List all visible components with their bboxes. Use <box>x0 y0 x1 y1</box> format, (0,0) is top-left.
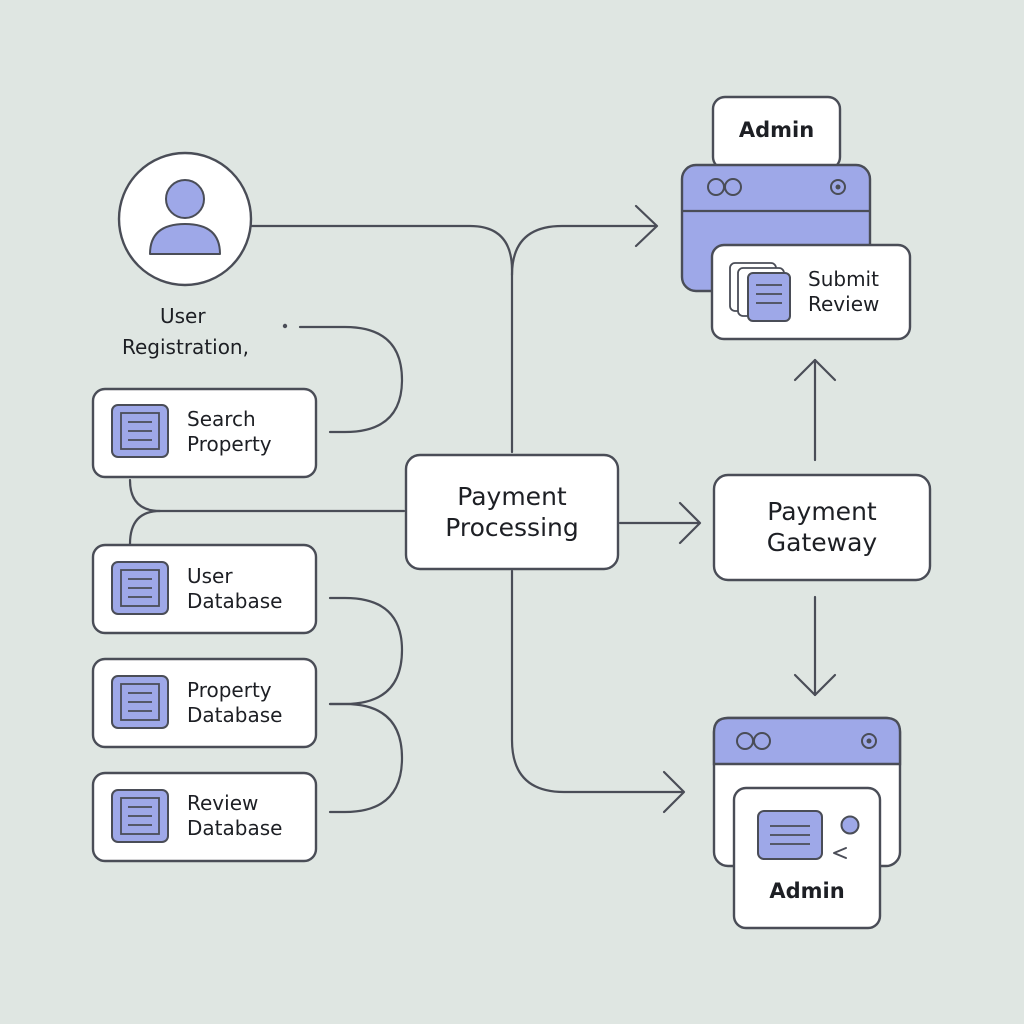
user-registration-line-1: User <box>160 304 206 328</box>
user-database-line-1: User <box>187 564 233 588</box>
admin-bottom-group[interactable] <box>712 716 902 930</box>
user-avatar-icon <box>117 151 253 287</box>
property-database-label: Property Database <box>187 678 282 728</box>
admin-top-group[interactable] <box>680 95 912 341</box>
payment-processing-card[interactable] <box>404 453 620 571</box>
property-database-line-1: Property <box>187 678 272 702</box>
search-property-line-1: Search <box>187 407 256 431</box>
document-list-icon <box>111 404 169 458</box>
connector-branch-to-admin <box>510 224 657 277</box>
arrowhead-gateway <box>678 501 702 545</box>
user-registration-line-2: Registration, <box>122 335 249 359</box>
payment-processing-line-1: Payment <box>457 482 567 511</box>
payment-processing-line-2: Processing <box>445 513 579 542</box>
connector-search-to-payment <box>128 478 406 513</box>
user-database-card[interactable] <box>91 543 318 635</box>
admin-bottom-label: Admin <box>769 879 845 903</box>
review-database-card[interactable] <box>91 771 318 863</box>
payment-gateway-label: Payment Gateway <box>714 496 930 558</box>
property-database-line-2: Database <box>187 703 283 727</box>
chevron-left-icon <box>833 847 847 859</box>
arrowhead-up <box>793 358 837 382</box>
review-database-label: Review Database <box>187 791 282 841</box>
submit-review-line-1: Submit <box>808 267 879 291</box>
submit-review-line-2: Review <box>808 292 880 316</box>
connectors <box>128 204 837 814</box>
connector-userdb-propertydb <box>328 596 404 706</box>
arrowhead-down <box>793 673 837 697</box>
user-registration-label: User Registration, <box>122 304 282 360</box>
arrowhead-admin-top <box>634 204 659 248</box>
payment-gateway-card[interactable] <box>712 473 932 582</box>
dot-marker <box>282 323 288 329</box>
submit-review-card[interactable] <box>710 243 912 341</box>
property-database-card[interactable] <box>91 657 318 749</box>
document-list-icon <box>757 810 823 860</box>
user-database-label: User Database <box>187 564 282 614</box>
connector-payment-to-admin-bottom <box>510 569 685 794</box>
document-list-icon <box>111 675 169 729</box>
admin-bottom-card[interactable] <box>732 786 882 930</box>
review-database-line-2: Database <box>187 816 283 840</box>
connector-propertydb-reviewdb <box>328 702 404 814</box>
document-list-icon <box>729 262 791 322</box>
document-list-icon <box>111 789 169 843</box>
payment-processing-label: Payment Processing <box>406 481 618 543</box>
document-list-icon <box>111 561 169 615</box>
connector-userdb-to-payment <box>128 509 162 546</box>
search-property-line-2: Property <box>187 432 272 456</box>
review-database-line-1: Review <box>187 791 259 815</box>
admin-top-label: Admin <box>738 118 815 142</box>
arrowhead-admin-bottom <box>662 770 686 814</box>
user-database-line-2: Database <box>187 589 283 613</box>
status-dot-icon <box>840 815 860 835</box>
payment-gateway-line-1: Payment <box>767 497 877 526</box>
payment-gateway-line-2: Gateway <box>766 528 878 557</box>
search-property-card[interactable] <box>91 387 318 479</box>
connector-user-to-search <box>298 325 404 434</box>
submit-review-label: Submit Review <box>808 267 879 317</box>
search-property-label: Search Property <box>187 407 272 457</box>
